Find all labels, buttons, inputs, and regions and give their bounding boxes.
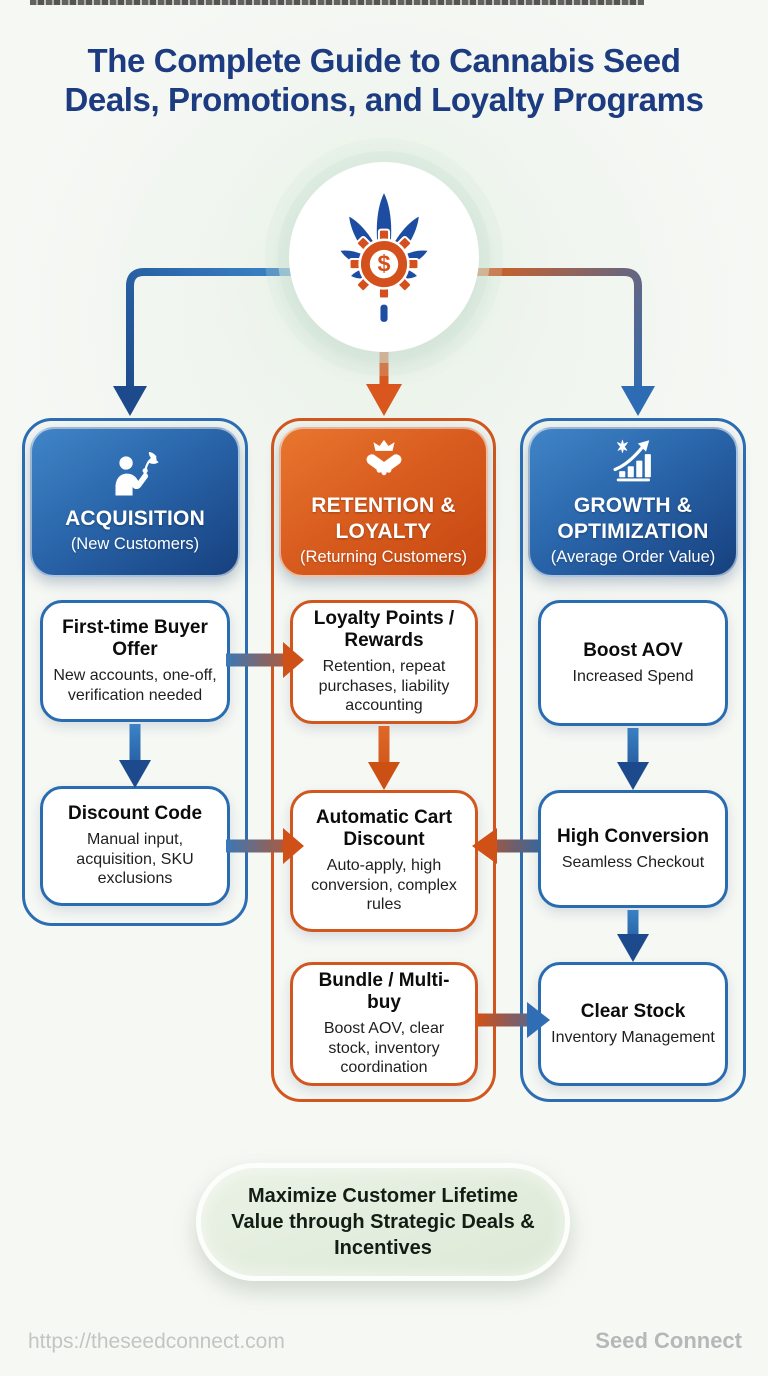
page-title-line2: Deals, Promotions, and Loyalty Programs bbox=[64, 80, 704, 118]
cannabis-gear-dollar-icon: $ bbox=[340, 193, 428, 322]
svg-text:$: $ bbox=[378, 251, 391, 277]
box-title: Clear Stock bbox=[580, 1000, 686, 1022]
column-growth: GROWTH & OPTIMIZATION (Average Order Val… bbox=[520, 418, 746, 1102]
bottom-banner: Maximize Customer Lifetime Value through… bbox=[196, 1163, 570, 1281]
box-title: Loyalty Points / Rewards bbox=[313, 608, 455, 652]
box-desc: Inventory Management bbox=[551, 1028, 715, 1046]
column-acquisition: ACQUISITION (New Customers) bbox=[22, 418, 248, 926]
box-title: Bundle / Multi-buy bbox=[318, 970, 450, 1014]
header-subtitle: (Returning Customers) bbox=[300, 547, 467, 566]
box-title: Boost AOV bbox=[583, 639, 683, 661]
header-title: RETENTION & LOYALTY bbox=[311, 494, 456, 543]
header-retention: RETENTION & LOYALTY (Returning Customers… bbox=[279, 427, 488, 577]
box-desc: Auto-apply, high conversion, complex rul… bbox=[311, 857, 457, 914]
page-title: The Complete Guide to Cannabis Seed Deal… bbox=[24, 42, 744, 120]
column-retention: RETENTION & LOYALTY (Returning Customers… bbox=[271, 418, 496, 1102]
box-desc: New accounts, one-off, verification need… bbox=[53, 667, 217, 704]
box-first-time-buyer-offer: First-time Buyer Offer New accounts, one… bbox=[40, 600, 230, 722]
box-title: Automatic Cart Discount bbox=[315, 807, 453, 851]
footer-url: https://theseedconnect.com bbox=[28, 1330, 285, 1353]
box-desc: Retention, repeat purchases, liability a… bbox=[318, 658, 450, 715]
person-plant-icon bbox=[115, 452, 159, 496]
box-discount-code: Discount Code Manual input, acquisition,… bbox=[40, 786, 230, 906]
box-high-conversion: High Conversion Seamless Checkout bbox=[538, 790, 728, 908]
box-boost-aov: Boost AOV Increased Spend bbox=[538, 600, 728, 726]
page-title-line1: The Complete Guide to Cannabis Seed bbox=[87, 42, 681, 79]
box-title: First-time Buyer Offer bbox=[62, 616, 208, 660]
footer-brand: Seed Connect bbox=[595, 1328, 742, 1353]
header-acquisition: ACQUISITION (New Customers) bbox=[30, 427, 240, 577]
header-growth: GROWTH & OPTIMIZATION (Average Order Val… bbox=[528, 427, 738, 577]
central-hub-circle: $ bbox=[289, 162, 479, 352]
box-automatic-cart-discount: Automatic Cart Discount Auto-apply, high… bbox=[290, 790, 478, 932]
header-title: ACQUISITION bbox=[65, 507, 205, 531]
top-edge-artifact bbox=[30, 0, 644, 5]
bottom-banner-text: Maximize Customer Lifetime Value through… bbox=[231, 1185, 535, 1259]
box-desc: Manual input, acquisition, SKU exclusion… bbox=[76, 831, 194, 888]
handshake-crown-icon bbox=[366, 440, 401, 476]
header-title: GROWTH & OPTIMIZATION bbox=[557, 494, 709, 543]
box-clear-stock: Clear Stock Inventory Management bbox=[538, 962, 728, 1086]
box-desc: Seamless Checkout bbox=[561, 853, 705, 871]
box-bundle-multi-buy: Bundle / Multi-buy Boost AOV, clear stoc… bbox=[290, 962, 478, 1086]
growth-bars-leaf-icon bbox=[613, 439, 651, 482]
box-title: High Conversion bbox=[556, 825, 709, 847]
box-desc: Increased Spend bbox=[572, 667, 694, 685]
header-subtitle: (New Customers) bbox=[70, 534, 200, 553]
header-subtitle: (Average Order Value) bbox=[550, 547, 716, 566]
box-desc: Boost AOV, clear stock, inventory coordi… bbox=[323, 1020, 445, 1077]
box-title: Discount Code bbox=[67, 803, 203, 825]
box-loyalty-points-rewards: Loyalty Points / Rewards Retention, repe… bbox=[290, 600, 478, 724]
